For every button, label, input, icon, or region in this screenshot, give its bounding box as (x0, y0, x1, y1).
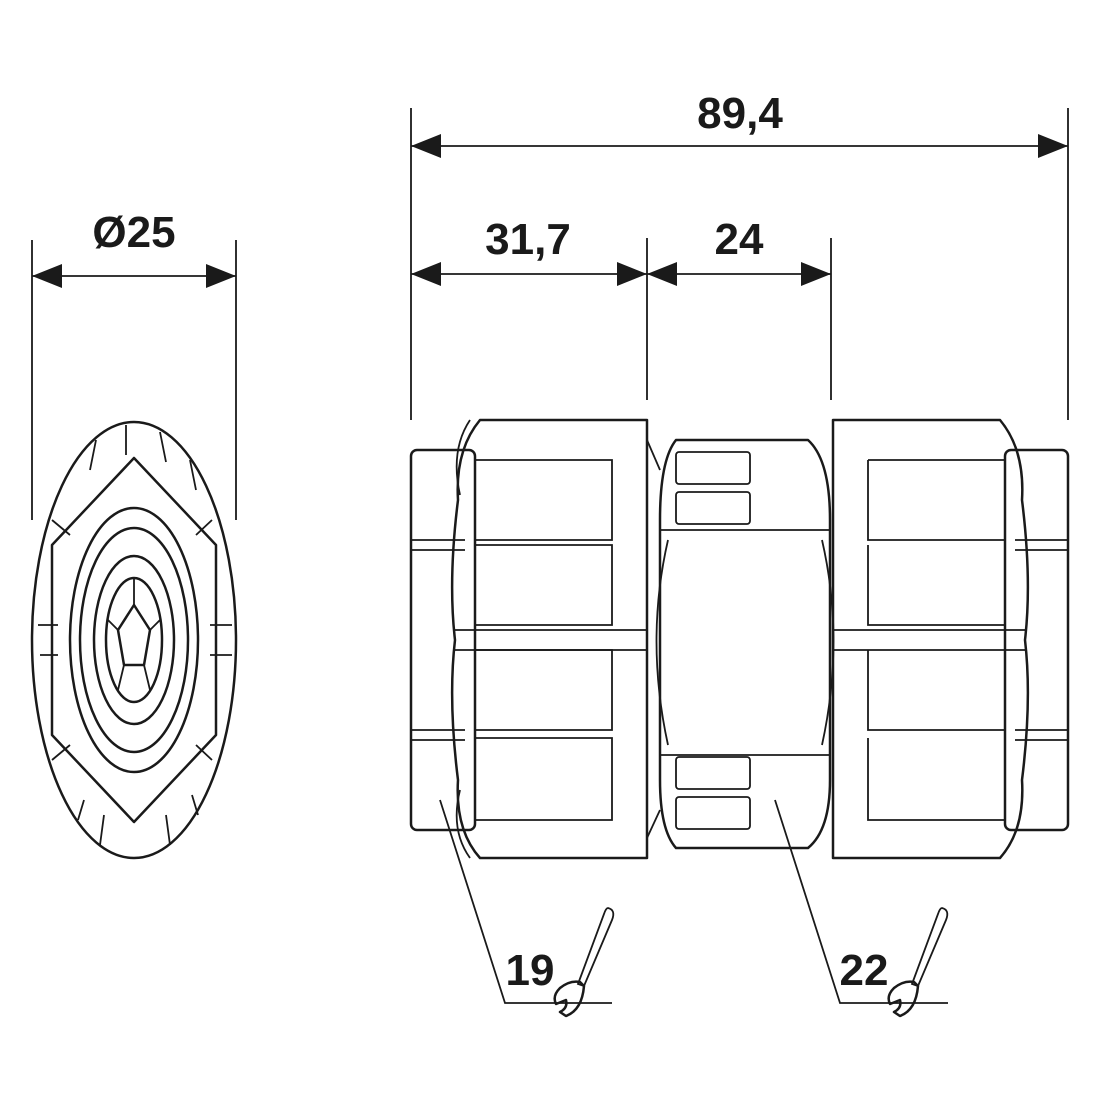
overall-length-label: 89,4 (697, 89, 783, 138)
end-view-outer-ring (30, 420, 238, 860)
middle-section-label: 24 (715, 215, 764, 264)
end-view: Ø25 (30, 208, 238, 860)
side-view: 89,4 31,7 24 (409, 89, 1070, 1018)
right-sleeve (1003, 448, 1070, 832)
right-knurled-nut (831, 418, 1030, 860)
left-sleeve (409, 448, 477, 832)
left-knurled-nut (450, 418, 649, 860)
center-hex-body (658, 438, 832, 850)
leader-line-left (439, 799, 612, 1004)
left-section-label: 31,7 (485, 215, 571, 264)
leader-line-right (774, 799, 948, 1004)
end-view-hex-nut (50, 456, 218, 824)
wrench-icon (887, 907, 949, 1018)
wrench-icon (553, 907, 615, 1018)
end-view-pin-insert (116, 603, 152, 667)
wrench-size-right-label: 22 (840, 946, 889, 995)
wrench-size-left-label: 19 (506, 946, 555, 995)
diameter-label: Ø25 (92, 208, 175, 257)
